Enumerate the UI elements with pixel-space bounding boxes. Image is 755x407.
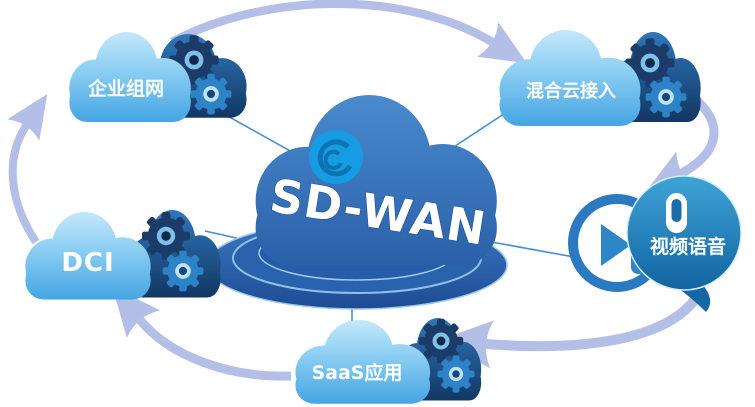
flow-arrow-dci-to-enterprise — [7, 94, 48, 245]
gear-icon — [190, 73, 232, 115]
cloud-icon — [499, 30, 641, 127]
node-enterprise-network: 企业组网 — [69, 32, 247, 123]
flow-arrow-enterprise-to-hybrid — [170, 0, 527, 64]
node-video-voice: 视频语音 — [568, 175, 742, 312]
node-label-dci: DCI — [61, 248, 114, 278]
node-label-hybrid-cloud-access: 混合云接入 — [526, 80, 616, 102]
flow-arrow-saas-to-dci — [112, 286, 292, 381]
speech-bubble: 视频语音 — [626, 175, 742, 312]
node-saas-apps: SaaS应用 — [295, 318, 482, 404]
gear-icon — [437, 355, 475, 393]
flow-arrow-video-to-saas — [438, 285, 707, 369]
gear-icon — [645, 76, 687, 118]
node-label-video-voice: 视频语音 — [650, 235, 726, 258]
node-label-saas-apps: SaaS应用 — [311, 361, 402, 384]
gear-icon — [162, 250, 204, 292]
node-label-enterprise-network: 企业组网 — [87, 77, 164, 100]
microphone-icon — [666, 193, 687, 233]
sdwan-center-node: SD-WAN — [206, 95, 508, 310]
node-dci: DCI — [25, 210, 221, 300]
node-hybrid-cloud-access: 混合云接入 — [499, 30, 701, 127]
swirl-logo-icon — [309, 130, 363, 184]
